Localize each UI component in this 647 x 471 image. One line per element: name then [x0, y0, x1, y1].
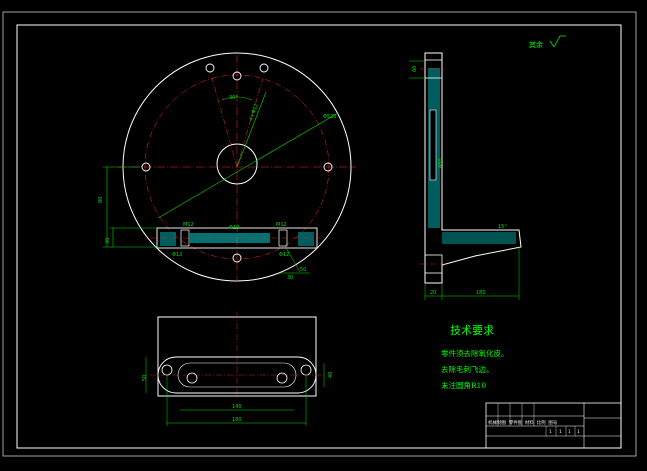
tech-req-line-1: 零件须去除氧化皮。: [441, 348, 509, 358]
tech-req-line-2: 去除毛刺飞边。: [441, 364, 494, 374]
side-view: 60 480 20 180 15°: [409, 52, 522, 300]
surface-note: 其余: [529, 40, 543, 49]
bolt-hole: [259, 63, 269, 73]
radial-line-b: [236, 77, 264, 168]
dim-10: Φ10: [229, 225, 239, 231]
tech-req-line-3: 未注圆角R10: [441, 380, 486, 390]
dim-small-left: Φ12: [172, 252, 182, 258]
dim-bottom-inner: 140: [232, 404, 242, 410]
sheet-inner-frame: [16, 24, 622, 449]
front-view: Φ520 30° 4×Φ12 80 30 M12 M12 Φ12 Φ12 Φ10…: [98, 52, 356, 282]
roughness-symbol-icon: [549, 35, 566, 48]
title-block: 机械制图 零件图 材料 比例 图号 1 1 1 1: [485, 402, 622, 449]
dim-80: 80: [98, 197, 104, 203]
radial-line-a: [211, 77, 238, 168]
dim-leader-angle: [236, 91, 267, 168]
title-block-cell: 1: [559, 429, 562, 435]
dim-leader-outer: [157, 112, 339, 219]
title-block-cell: 1: [549, 429, 552, 435]
dim-side-bottom-width: 180: [476, 290, 486, 296]
bottom-hole: [161, 364, 173, 376]
bolt-hole: [323, 162, 333, 172]
section-hatch: [298, 232, 314, 246]
dim-50: 50: [300, 267, 306, 273]
dim-side-mid: 480: [438, 158, 444, 168]
bottom-hole: [300, 364, 312, 376]
dim-30-b: 30: [287, 275, 293, 281]
dim-30: 30: [105, 238, 111, 244]
dim-hole-count: 4×Φ12: [248, 103, 260, 122]
dim-outer-diameter: Φ520: [323, 114, 336, 120]
side-hatch: [442, 232, 516, 244]
tech-requirements: 技术要求 零件须去除氧化皮。 去除毛刺飞边。 未注圆角R10: [441, 324, 509, 390]
bolt-hole: [141, 162, 151, 172]
dim-bottom-left-v: 50: [142, 375, 148, 381]
dim-side-angle: 15°: [498, 224, 507, 230]
dim-bottom-right-v: 40: [328, 372, 334, 378]
title-block-cell: 1: [568, 429, 571, 435]
title-block-cell: 1: [577, 429, 580, 435]
tech-req-title: 技术要求: [450, 324, 494, 337]
dim-side-top: 60: [412, 66, 418, 72]
side-slot: [429, 109, 437, 181]
dim-tap-right: M12: [276, 222, 287, 228]
angle-arc: [221, 96, 253, 101]
bottom-hole: [186, 372, 198, 384]
dim-small-right: Φ12: [279, 252, 289, 258]
section-hatch: [160, 232, 176, 246]
dim-bottom-outer: 180: [232, 417, 242, 423]
dim-leader: [284, 245, 301, 273]
dim-angle: 30°: [229, 95, 238, 101]
bottom-view: 140 180 50 40: [142, 312, 334, 426]
bolt-hole: [232, 253, 242, 263]
bolt-hole: [205, 63, 215, 73]
title-block-row: 机械制图 零件图 材料 比例 图号: [488, 419, 558, 426]
bolt-hole: [232, 71, 242, 81]
side-outline: [424, 52, 522, 284]
dim-side-bottom-left: 20: [430, 290, 436, 296]
dim-tap-left: M12: [183, 222, 194, 228]
sheet-outer-frame: [2, 11, 637, 457]
bottom-hole: [276, 372, 288, 384]
